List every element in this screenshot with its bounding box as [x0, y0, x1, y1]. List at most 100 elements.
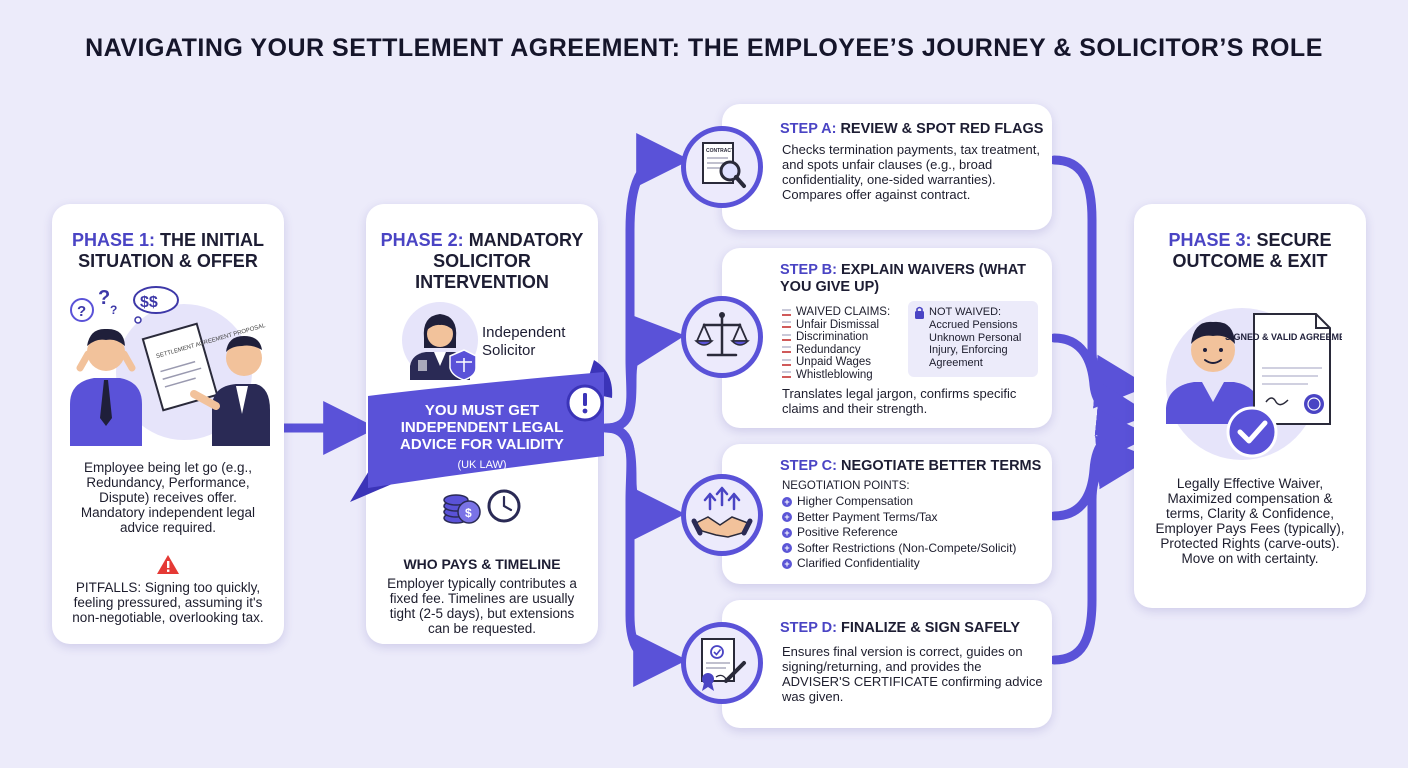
- list-item: +Positive Reference: [782, 525, 1048, 541]
- exclamation-alert-icon: [566, 384, 604, 422]
- plus-icon: +: [782, 543, 792, 554]
- phase3-title: SECURE OUTCOME & EXIT: [1172, 230, 1332, 271]
- signed-agreement-text: SIGNED & VALID AGREEMENT: [1225, 332, 1342, 342]
- negotiation-points-list: +Higher Compensation +Better Payment Ter…: [782, 494, 1048, 572]
- waived-flag-icon: [782, 371, 791, 379]
- employee-offer-illustration: ? ? ? $$ SETTLEMENT AGREEMENT PROPOSAL: [70, 286, 270, 446]
- handshake-arrows-icon: [691, 486, 753, 538]
- phase2-title: MANDATORY SOLICITOR INTERVENTION: [415, 230, 584, 292]
- step-c-heading: STEP C: NEGOTIATE BETTER TERMS: [780, 458, 1046, 474]
- coins-icon: $: [443, 494, 481, 524]
- arrow-step-b-to-phase3: [1049, 333, 1152, 436]
- step-a-label: STEP A:: [780, 121, 837, 137]
- phase3-label: PHASE 3:: [1168, 230, 1252, 250]
- not-waived-text: Accrued Pensions Unknown Personal Injury…: [929, 319, 1022, 369]
- list-item: +Softer Restrictions (Non-Compete/Solici…: [782, 541, 1048, 557]
- plus-icon: +: [782, 558, 792, 569]
- phase1-card: PHASE 1: THE INITIAL SITUATION & OFFER ?…: [52, 204, 284, 644]
- list-item: +Clarified Confidentiality: [782, 556, 1048, 572]
- step-d-heading: STEP D: FINALIZE & SIGN SAFELY: [780, 620, 1046, 636]
- phase3-card: PHASE 3: SECURE OUTCOME & EXIT SIGNED & …: [1134, 204, 1366, 608]
- step-c-card: STEP C: NEGOTIATE BETTER TERMS NEGOTIATI…: [722, 444, 1052, 584]
- step-a-heading: STEP A: REVIEW & SPOT RED FLAGS: [780, 121, 1050, 137]
- step-b-card: STEP B: EXPLAIN WAIVERS (WHAT YOU GIVE U…: [722, 248, 1052, 428]
- svg-text:$$: $$: [140, 294, 158, 311]
- list-item: +Better Payment Terms/Tax: [782, 510, 1048, 526]
- step-a-card: STEP A: REVIEW & SPOT RED FLAGS Checks t…: [722, 104, 1052, 230]
- step-b-label: STEP B:: [780, 262, 837, 278]
- list-item: Whistleblowing: [782, 369, 902, 382]
- phase2-label: PHASE 2:: [380, 230, 464, 250]
- phase1-pitfalls: PITFALLS: Signing too quickly, feeling p…: [72, 580, 264, 625]
- list-item: Unpaid Wages: [782, 356, 902, 369]
- legal-advice-banner: [350, 360, 613, 502]
- coins-and-clock-icons: $: [443, 489, 521, 524]
- step-b-heading: STEP B: EXPLAIN WAIVERS (WHAT YOU GIVE U…: [780, 262, 1046, 296]
- step-a-icon-circle: CONTRACT: [681, 126, 763, 208]
- waived-claims-list: Unfair Dismissal Discrimination Redundan…: [782, 319, 902, 382]
- phase1-description: Employee being let go (e.g., Redundancy,…: [80, 460, 256, 535]
- svg-text:$: $: [465, 506, 472, 520]
- list-item: Discrimination: [782, 331, 902, 344]
- scales-of-justice-icon: [694, 312, 750, 357]
- step-c-icon-circle: [681, 474, 763, 556]
- phase1-title: THE INITIAL SITUATION & OFFER: [78, 230, 265, 271]
- waived-flag-icon: [782, 308, 791, 316]
- step-b-icon-circle: [681, 296, 763, 378]
- arrow-step-d-to-phase3: [1049, 435, 1152, 665]
- who-pays-title: WHO PAYS & TIMELINE: [403, 556, 561, 572]
- list-item: +Higher Compensation: [782, 494, 1048, 510]
- step-d-card: STEP D: FINALIZE & SIGN SAFELY Ensures f…: [722, 600, 1052, 728]
- phase1-heading: PHASE 1: THE INITIAL SITUATION & OFFER: [62, 230, 274, 272]
- list-item: Redundancy: [782, 344, 902, 357]
- secure-outcome-illustration: SIGNED & VALID AGREEMENT: [1166, 308, 1342, 460]
- contract-magnifier-icon: CONTRACT: [702, 142, 746, 188]
- arrow-step-a-to-phase3: [1049, 155, 1150, 409]
- phase2-heading: PHASE 2: MANDATORY SOLICITOR INTERVENTIO…: [376, 230, 588, 293]
- step-d-title: FINALIZE & SIGN SAFELY: [840, 620, 1021, 636]
- sign-document-icon: [701, 638, 746, 691]
- phase3-text: Legally Effective Waiver, Maximized comp…: [1155, 476, 1345, 566]
- negotiation-points-title: NEGOTIATION POINTS:: [782, 480, 910, 492]
- lock-icon: [915, 306, 924, 319]
- step-d-text: Ensures final version is correct, guides…: [782, 644, 1043, 704]
- contract-doc-text: CONTRACT: [706, 148, 734, 154]
- step-b-title: EXPLAIN WAIVERS (WHAT YOU GIVE UP): [780, 262, 1026, 295]
- waived-claims-title: WAIVED CLAIMS:: [796, 306, 891, 318]
- svg-text:?: ?: [77, 303, 86, 320]
- plus-icon: +: [782, 527, 792, 538]
- step-c-label: STEP C:: [780, 458, 837, 474]
- waived-claims-block: WAIVED CLAIMS: Unfair Dismissal Discrimi…: [782, 306, 902, 381]
- step-b-text: Translates legal jargon, confirms specif…: [782, 386, 1017, 416]
- warning-triangle-icon: [157, 555, 179, 574]
- waived-flag-icon: [782, 321, 791, 329]
- step-a-title: REVIEW & SPOT RED FLAGS: [840, 121, 1044, 137]
- banner-main-text: YOU MUST GET INDEPENDENT LEGAL ADVICE FO…: [400, 402, 564, 453]
- phase3-heading: PHASE 3: SECURE OUTCOME & EXIT: [1144, 230, 1356, 272]
- arrow-to-step-d: [601, 423, 688, 687]
- solicitor-label: Independent Solicitor: [482, 324, 566, 359]
- step-d-label: STEP D:: [780, 620, 837, 636]
- phase1-label: PHASE 1:: [71, 230, 155, 250]
- plus-icon: +: [782, 512, 792, 523]
- arrow-to-step-b: [601, 314, 686, 433]
- step-c-title: NEGOTIATE BETTER TERMS: [840, 458, 1042, 474]
- list-item: Unfair Dismissal: [782, 319, 902, 332]
- not-waived-title: NOT WAIVED:: [929, 306, 1002, 319]
- who-pays-text: Employer typically contributes a fixed f…: [387, 576, 577, 636]
- clock-icon: [487, 489, 521, 523]
- not-waived-box: NOT WAIVED: Accrued Pensions Unknown Per…: [908, 301, 1038, 377]
- svg-text:?: ?: [110, 303, 117, 317]
- waived-flag-icon: [782, 358, 791, 366]
- svg-text:?: ?: [98, 287, 110, 309]
- plus-icon: +: [782, 496, 792, 507]
- banner-sub-text: (UK LAW): [457, 459, 507, 471]
- waived-flag-icon: [782, 346, 791, 354]
- step-a-text: Checks termination payments, tax treatme…: [782, 142, 1040, 202]
- page-title: NAVIGATING YOUR SETTLEMENT AGREEMENT: TH…: [85, 34, 1323, 62]
- step-d-icon-circle: [681, 622, 763, 704]
- waived-flag-icon: [782, 333, 791, 341]
- solicitor-avatar: [402, 302, 478, 380]
